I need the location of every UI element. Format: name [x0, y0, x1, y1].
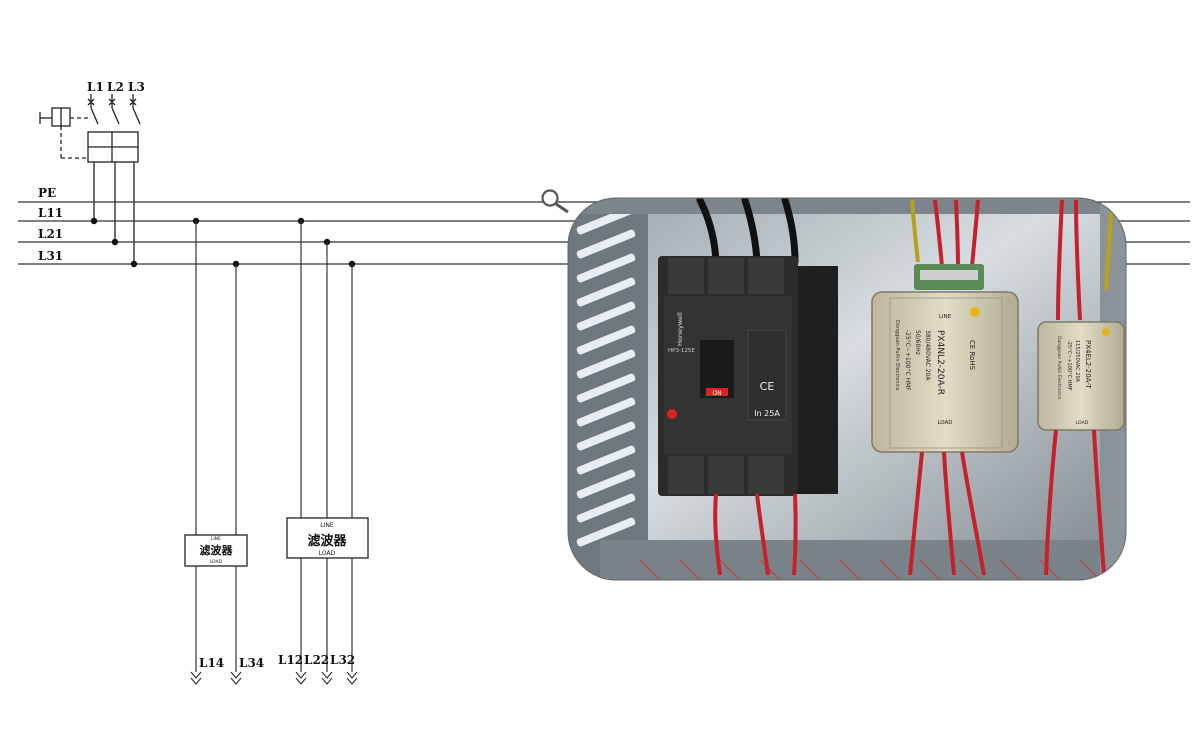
filter-small-box: LINE 滤波器 LOAD [184, 534, 248, 567]
large-filter-load-label: LOAD [937, 420, 952, 426]
small-emi-filter: PX4EL2-20A-T 115/250VAC 20A -25°C~+100°C… [1037, 321, 1125, 431]
breaker-rating: In 25A [754, 409, 780, 418]
circuit-breaker: ON Honeywell HP3-125E CE In 25A [658, 256, 838, 496]
filter-large-load-label: LOAD [319, 550, 336, 557]
large-filter-spec2: 50/60Hz [914, 330, 921, 355]
filter-large-name: 滤波器 [307, 533, 347, 549]
large-emi-filter: PX4NL2-20A-R 380/480VAC 20A 50/60Hz -25°… [871, 291, 1019, 453]
output-wires [713, 429, 1106, 576]
small-filter-maker: Dongguan PuXin Electronics [1056, 336, 1062, 400]
output-label-l14: L14 [199, 656, 224, 670]
louvers-left [576, 205, 636, 547]
breaker-ce-mark: CE [760, 380, 775, 393]
large-filter-badge: CE RoHS [968, 340, 976, 371]
large-filter-maker: Dongguan PuXin Electronics [894, 320, 900, 391]
filter-small-name: 滤波器 [200, 543, 234, 557]
bus-label-l11: L11 [38, 206, 63, 220]
filter-large-line-label: LINE [320, 522, 334, 529]
magnifier-icon[interactable] [541, 189, 569, 214]
breaker-on-label: ON [712, 390, 721, 397]
large-filter-line-label: LINE [939, 314, 952, 320]
small-filter-spec2: -25°C~+100°C HMF [1066, 340, 1072, 391]
pole-label-l3: L3 [128, 80, 145, 94]
bus-label-l21: L21 [38, 227, 63, 241]
breaker-symbol: L1 L2 L3 [39, 80, 145, 264]
bus-label-pe: PE [38, 186, 56, 200]
output-label-l34: L34 [239, 656, 264, 670]
bus-label-l31: L31 [38, 249, 63, 263]
output-label-l32: L32 [330, 653, 355, 667]
louvers-bottom [639, 559, 1101, 580]
cabinet-photo: ON Honeywell HP3-125E CE In 25A [568, 198, 1126, 580]
filter-small-load-label: LOAD [210, 559, 223, 565]
small-filter-model: PX4EL2-20A-T [1084, 340, 1092, 389]
output-label-l22: L22 [304, 653, 329, 667]
pole-label-l1: L1 [87, 80, 104, 94]
small-filter-load-label: LOAD [1076, 420, 1089, 426]
pole-label-l2: L2 [107, 80, 124, 94]
filter-input-wires [933, 199, 1082, 321]
large-filter-spec3: -25°C~+100°C HMF [904, 330, 911, 391]
breaker-model: HP3-125E [668, 348, 695, 354]
photo-frame [567, 197, 1127, 581]
small-filter-spec1: 115/250VAC 20A [1074, 340, 1080, 383]
breaker-brand: Honeywell [676, 312, 684, 346]
output-label-l12: L12 [278, 653, 303, 667]
large-filter-model: PX4NL2-20A-R [935, 330, 945, 395]
filter-small-line-label: LINE [211, 536, 221, 542]
large-filter-spec1: 380/480VAC 20A [924, 330, 931, 381]
output-arrows [190, 671, 358, 685]
bus-labels: PE L11 L21 L31 [38, 186, 63, 263]
output-labels: L14 L34 L12 L22 L32 [199, 653, 355, 670]
drop-lines [195, 221, 353, 672]
filter-large-box: LINE 滤波器 LOAD [286, 517, 369, 559]
